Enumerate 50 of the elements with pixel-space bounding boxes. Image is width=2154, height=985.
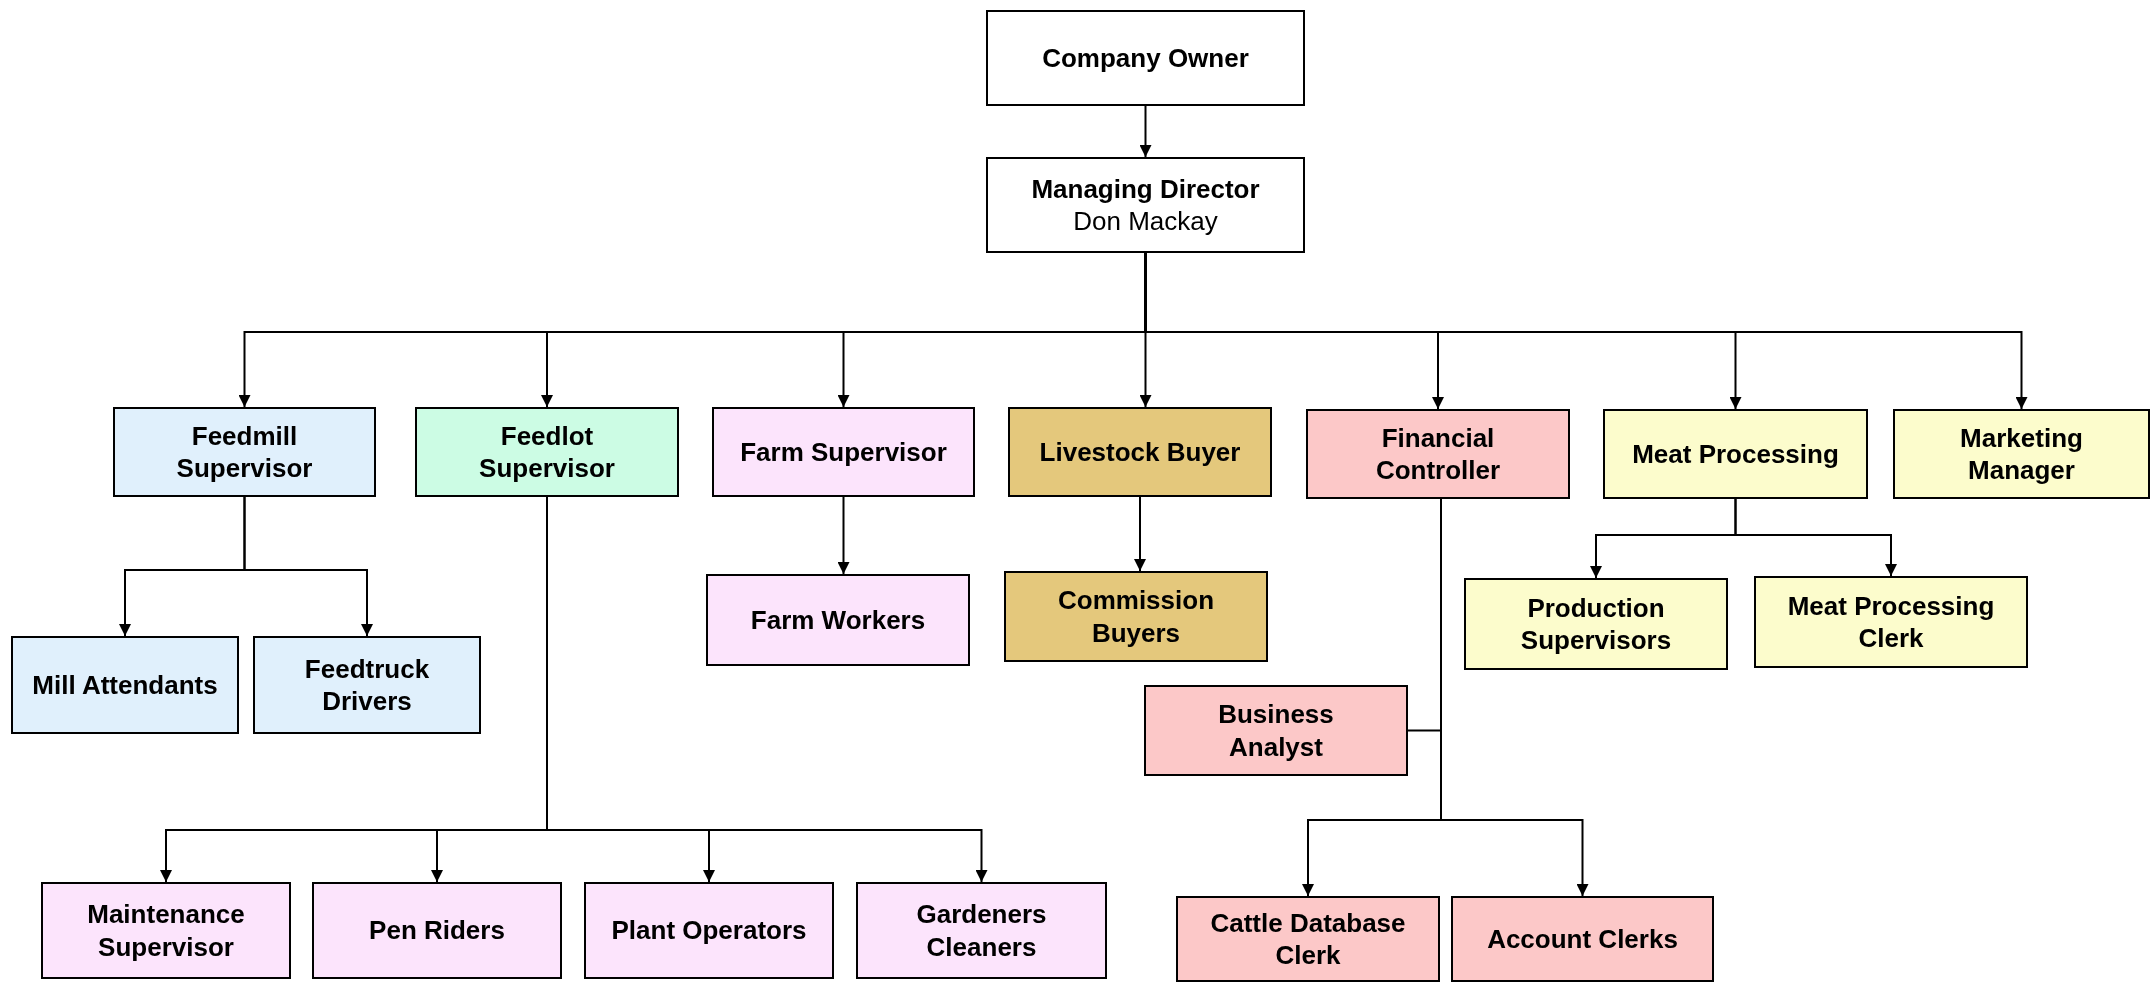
role-title: Business Analyst	[1217, 698, 1335, 763]
role-title: Financial Controller	[1374, 421, 1502, 487]
org-box	[986, 10, 1305, 106]
role-title: Meat Processing	[1632, 437, 1839, 471]
org-box	[1176, 896, 1440, 982]
role-title: Feedmill Supervisor	[175, 419, 314, 485]
role-title: Meat Processing Clerk	[1786, 589, 1996, 655]
person-name: Don Mackay	[1073, 205, 1218, 238]
role-title: Company Owner	[1042, 41, 1249, 75]
role-title: Farm Workers	[750, 603, 926, 637]
arrow	[243, 496, 373, 637]
org-box	[113, 407, 376, 497]
role-title: Production Supervisors	[1519, 591, 1673, 657]
role-title: Pen Riders	[369, 914, 505, 947]
org-box	[415, 407, 679, 497]
org-box	[1451, 896, 1714, 982]
org-box	[712, 407, 975, 497]
org-box	[1464, 578, 1728, 670]
role-title: Feedlot Supervisor	[478, 419, 616, 485]
role-title: Gardeners Cleaners	[915, 898, 1048, 963]
org-box	[856, 882, 1107, 979]
role-title: Farm Supervisor	[740, 435, 947, 469]
role-title: Mill Attendants	[32, 668, 218, 702]
arrow	[1139, 105, 1152, 158]
org-box	[1603, 409, 1868, 499]
org-box	[41, 882, 291, 979]
role-title: Plant Operators	[611, 914, 807, 947]
role-title: Marketing Manager	[1959, 421, 2084, 487]
org-box	[11, 636, 239, 734]
role-title: Livestock Buyer	[1039, 435, 1241, 469]
org-box	[312, 882, 562, 979]
org-box	[584, 882, 834, 979]
arrow	[837, 496, 850, 575]
org-box	[1306, 409, 1570, 499]
org-box	[1008, 407, 1272, 497]
arrow	[1134, 496, 1146, 572]
org-box	[1754, 576, 2028, 668]
role-title: Feedtruck Drivers	[303, 652, 431, 718]
org-box	[1144, 685, 1408, 776]
role-title: Maintenance Supervisor	[86, 898, 246, 963]
org-box	[1004, 571, 1268, 662]
org-box	[706, 574, 970, 666]
arrow	[1734, 498, 1897, 577]
role-title: Cattle Database Clerk	[1209, 906, 1407, 972]
role-title: Account Clerks	[1487, 922, 1678, 956]
role-title: Commission Buyers	[1057, 584, 1215, 649]
org-box	[986, 157, 1305, 253]
org-box	[1893, 409, 2150, 499]
role-title: Managing Director	[1031, 172, 1260, 205]
org-box	[253, 636, 481, 734]
